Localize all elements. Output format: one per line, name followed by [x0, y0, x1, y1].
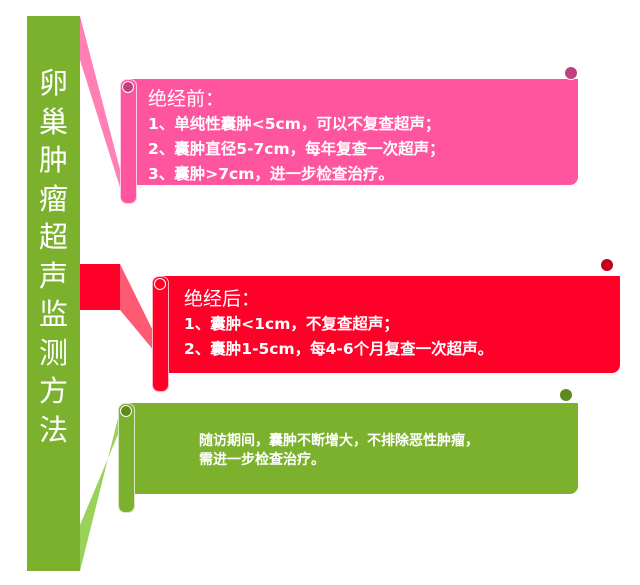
scroll-body — [130, 403, 578, 494]
scroll-roll-left — [152, 276, 169, 392]
followup-line-1: 随访期间，囊肿不断增大，不排除恶性肿瘤， — [199, 433, 479, 449]
scroll-body — [130, 79, 578, 185]
premenopause-heading: 绝经前： — [148, 88, 225, 110]
scroll-curl-right-icon — [559, 388, 573, 402]
scroll-curl-left-icon — [122, 81, 134, 93]
scroll-curl-right-icon — [564, 66, 578, 80]
green-connector — [80, 410, 122, 571]
premenopause-item-3: 3、囊肿>7cm，进一步检查治疗。 — [148, 165, 394, 183]
scroll-curl-left-icon — [154, 278, 166, 290]
scroll-curl-right-icon — [600, 258, 614, 272]
scroll-body — [162, 276, 620, 373]
premenopause-item-1: 1、单纯性囊肿<5cm，可以不复查超声； — [148, 115, 441, 133]
scroll-roll-left — [118, 403, 135, 513]
red-tab — [80, 264, 120, 310]
premenopause-item-2: 2、囊肿直径5-7cm，每年复查一次超声； — [148, 140, 445, 158]
title-text: 卵巢肿瘤超声监测方法 — [38, 66, 68, 447]
followup-line-2: 需进一步检查治疗。 — [199, 452, 325, 468]
postmenopause-item-2: 2、囊肿1-5cm，每4-6个月复查一次超声。 — [184, 340, 494, 358]
pink-connector — [80, 16, 128, 200]
title-sidebar: 卵巢肿瘤超声监测方法 — [27, 16, 80, 571]
scroll-roll-left — [120, 79, 137, 204]
postmenopause-heading: 绝经后： — [184, 288, 261, 310]
red-connector — [120, 264, 160, 358]
scroll-curl-left-icon — [120, 405, 132, 417]
postmenopause-item-1: 1、囊肿<1cm，不复查超声； — [184, 315, 399, 333]
